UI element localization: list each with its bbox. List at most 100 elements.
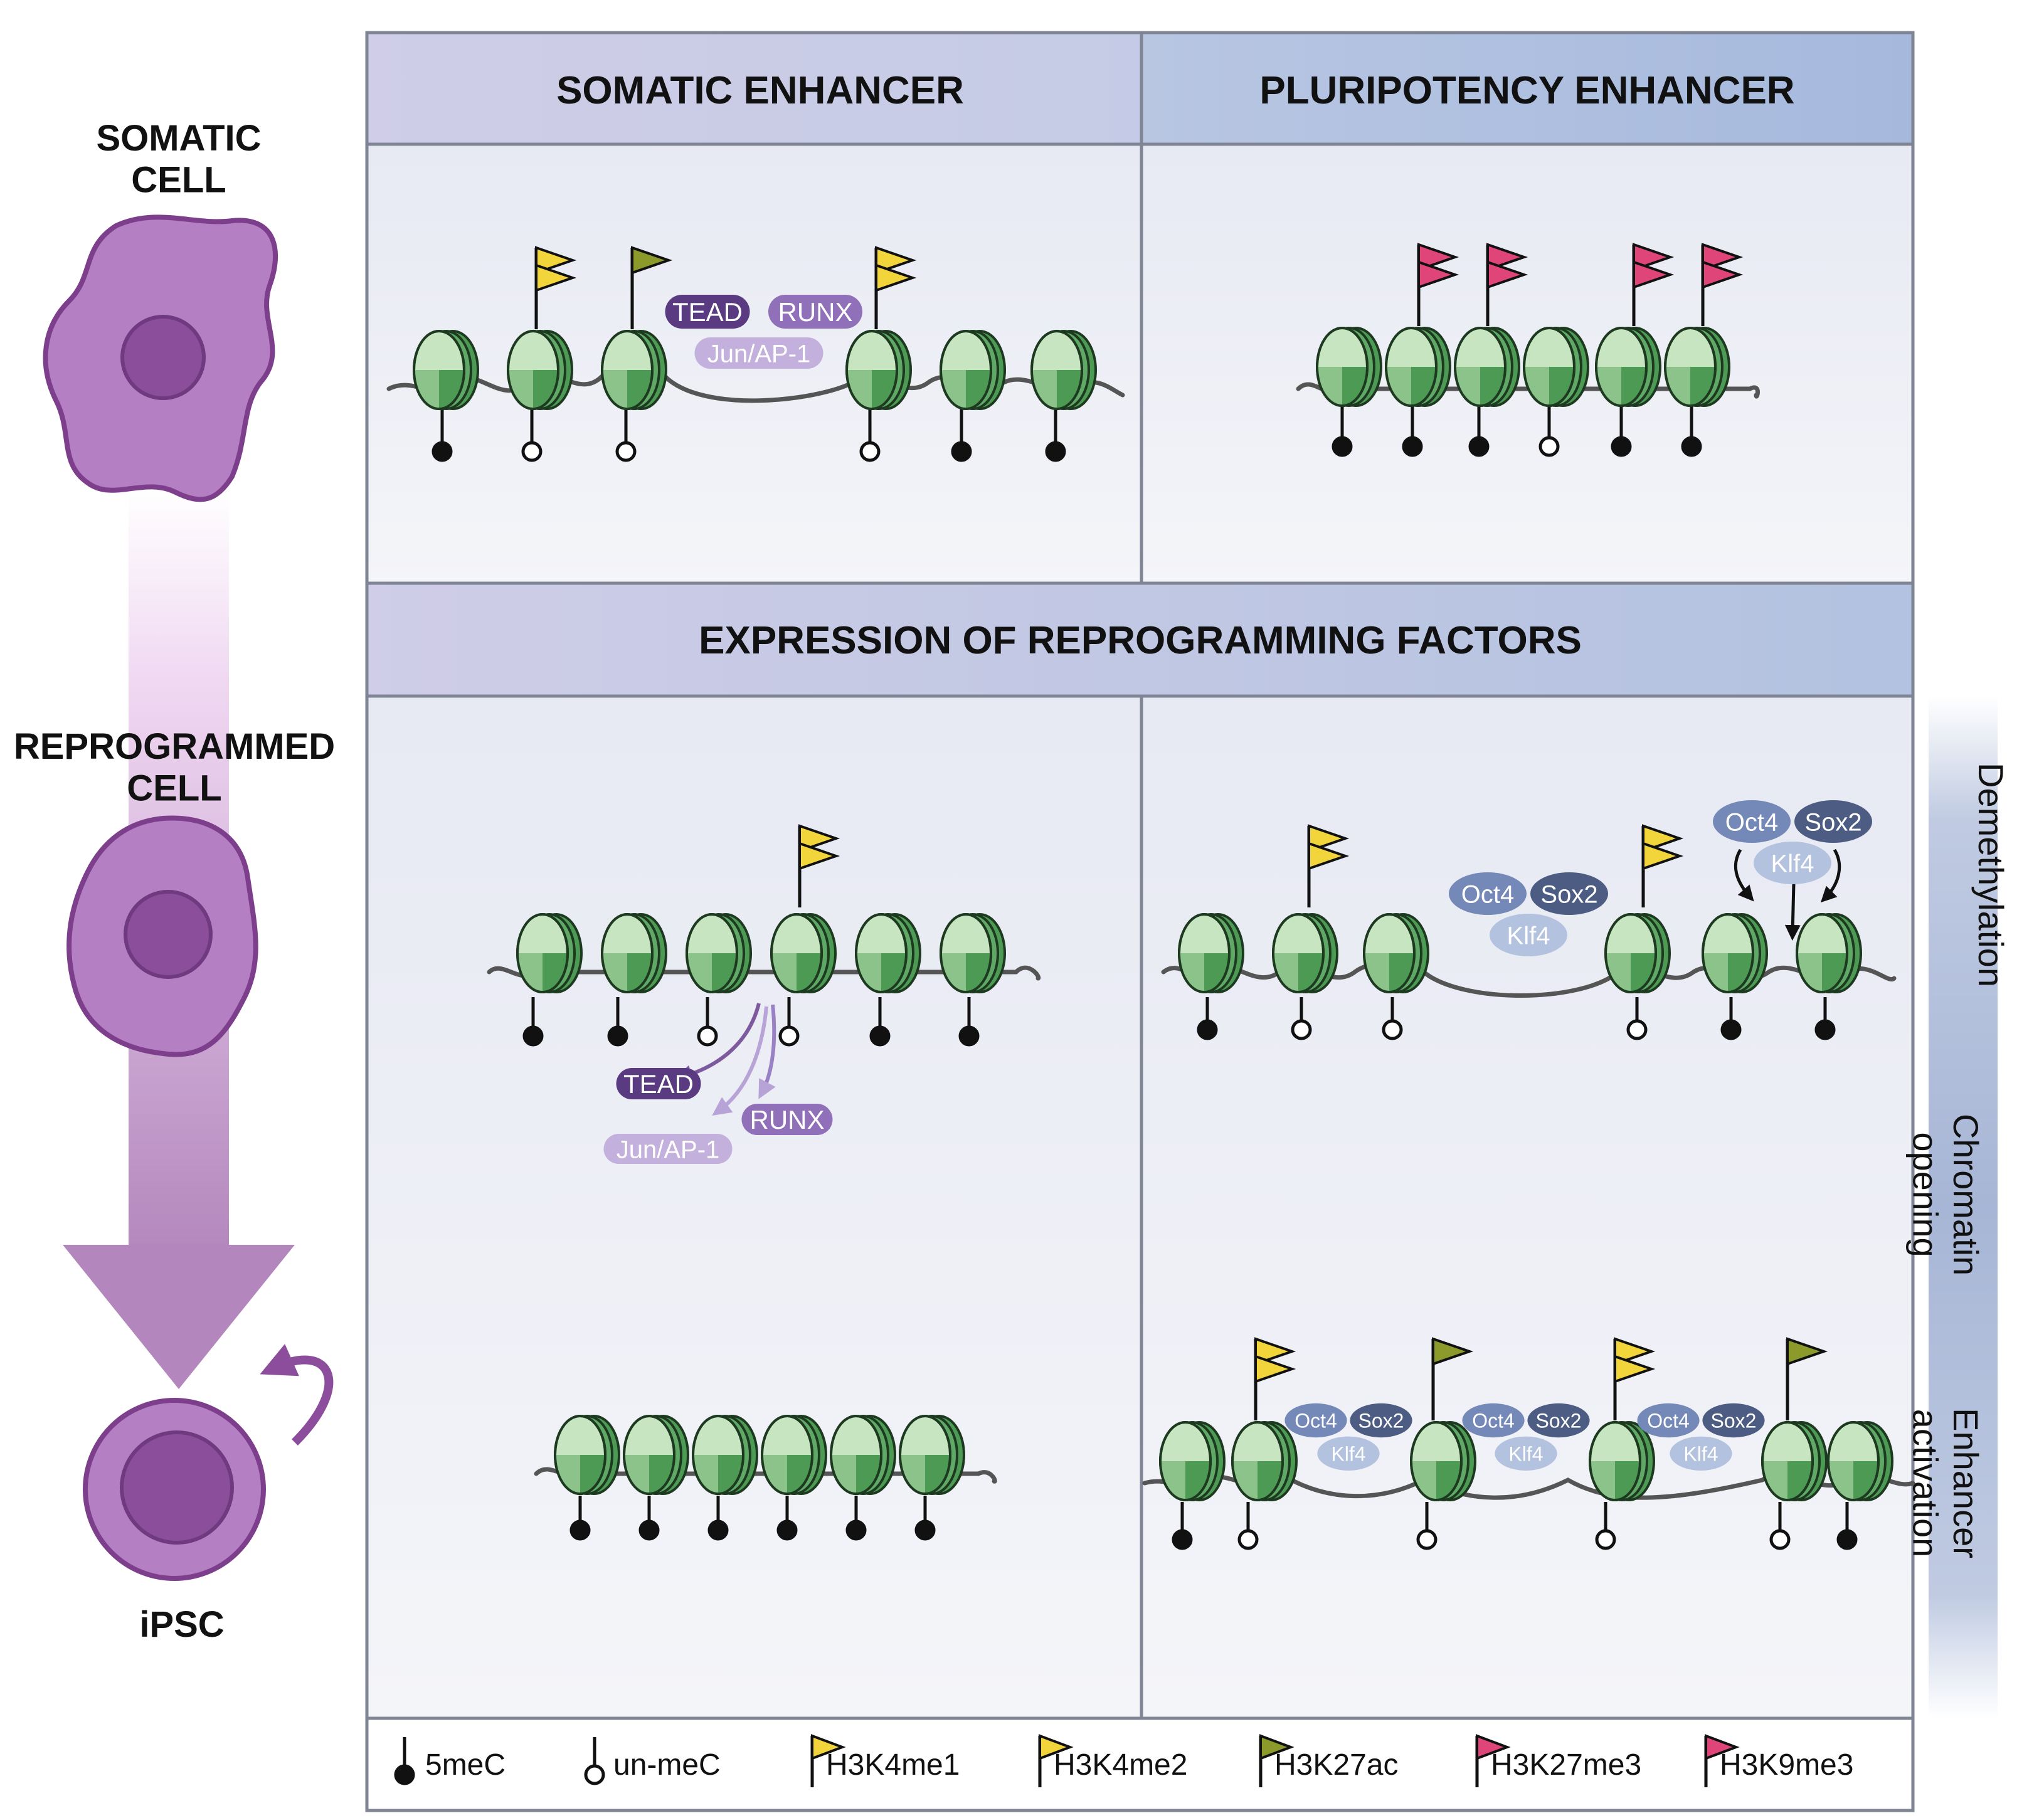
nucleosome xyxy=(1363,913,1429,993)
histone-flag xyxy=(798,824,840,907)
legend-h3k4me2: H3K4me2 xyxy=(1038,1734,1187,1787)
histone-flag xyxy=(1486,243,1528,326)
unmethylated-cpg xyxy=(1291,997,1312,1040)
nucleosome xyxy=(507,330,573,410)
nucleosome xyxy=(899,1415,965,1495)
nucleosome xyxy=(1316,327,1382,407)
nucleosome xyxy=(1604,913,1671,993)
factor-tead-bottom-label: TEAD xyxy=(623,1069,694,1099)
factor-jun-bottom-label: Jun/AP-1 xyxy=(617,1136,720,1163)
nucleosome xyxy=(1523,327,1589,407)
side-label-chromatin-opening: Chromatinopening xyxy=(1906,1114,1986,1276)
factor-set-opening-sox2-label: Sox2 xyxy=(1540,880,1597,908)
histone-flag xyxy=(534,246,577,329)
unmethylated-cpg xyxy=(1382,997,1403,1040)
histone-flag xyxy=(1613,1337,1656,1420)
factor-set-active-1-oct4: Oct4 xyxy=(1284,1403,1347,1438)
factor-set-active-3-klf4: Klf4 xyxy=(1670,1436,1732,1471)
histone-flag xyxy=(1641,824,1684,907)
histone-flag xyxy=(1786,1337,1828,1420)
methylated-cpg xyxy=(1681,401,1702,457)
nucleosome xyxy=(1702,913,1768,993)
factor-set-active-2-klf4: Klf4 xyxy=(1495,1436,1557,1471)
factor-set-active-3-sox2: Sox2 xyxy=(1702,1403,1765,1438)
histone-flag xyxy=(1307,824,1350,907)
process-sidebar-bar xyxy=(1929,696,1998,1718)
factor-set-binding-oct4-label: Oct4 xyxy=(1725,808,1778,836)
unmethylated-cpg xyxy=(615,408,637,462)
factor-jun-top: Jun/AP-1 xyxy=(694,337,823,369)
methylated-cpg xyxy=(1172,1502,1193,1550)
nucleosome xyxy=(1664,327,1730,407)
methylated-cpg xyxy=(707,1496,729,1541)
nucleosome xyxy=(516,913,583,993)
legend-me5c: 5meC xyxy=(394,1737,506,1785)
methylated-cpg xyxy=(1720,997,1742,1040)
histone-flags xyxy=(534,243,1828,1420)
side-label-enhancer-activation: Enhanceractivation xyxy=(1906,1408,1986,1558)
nucleosome xyxy=(1589,1421,1655,1501)
unmethylated-cpg xyxy=(778,997,800,1047)
nucleosome xyxy=(830,1415,896,1495)
factor-set-opening-klf4-label: Klf4 xyxy=(1507,922,1550,949)
nucleosome xyxy=(761,1415,827,1495)
nucleosome xyxy=(940,330,1006,410)
legend-h3k27me3: H3K27me3 xyxy=(1475,1734,1641,1787)
factor-runx-bottom-label: RUNX xyxy=(749,1105,824,1134)
legend-unmec-label: un-meC xyxy=(613,1748,721,1782)
methylated-cpg xyxy=(432,408,453,462)
methylated-cpg xyxy=(1468,401,1490,457)
factor-set-binding-sox2: Sox2 xyxy=(1794,800,1872,843)
factor-jun-bottom: Jun/AP-1 xyxy=(603,1134,733,1164)
factor-set-binding-klf4: Klf4 xyxy=(1754,842,1831,884)
methylated-cpg xyxy=(869,997,891,1047)
methylated-cpg xyxy=(1332,401,1353,457)
nucleosome xyxy=(1159,1421,1226,1501)
nucleosome xyxy=(601,913,667,993)
histone-flag xyxy=(1417,243,1459,326)
methylated-cpg xyxy=(1045,408,1066,462)
self-renewal-arrow xyxy=(260,1344,334,1445)
progression-arrow-head xyxy=(63,1245,295,1389)
ipsc-nucleus xyxy=(120,1430,234,1545)
nucleosome xyxy=(1796,913,1862,993)
factor-set-active-1-klf4: Klf4 xyxy=(1317,1436,1380,1471)
nucleosome xyxy=(1030,330,1097,410)
nucleosome xyxy=(1827,1421,1893,1501)
unmethylated-cpg xyxy=(521,408,543,462)
legend-h3k9me3-label: H3K9me3 xyxy=(1720,1748,1853,1782)
factor-set-opening-klf4: Klf4 xyxy=(1490,914,1567,956)
histone-flag xyxy=(630,246,673,329)
methylated-cpg xyxy=(1611,401,1632,457)
methylated-cpg xyxy=(1814,997,1836,1040)
nucleosomes xyxy=(413,327,1893,1501)
legend-unmec: un-meC xyxy=(584,1737,721,1785)
unmethylated-cpg xyxy=(1626,997,1648,1040)
stage-label-ipsc: iPSC xyxy=(139,1604,224,1645)
nucleosome xyxy=(1272,913,1338,993)
legend-me5c-label: 5meC xyxy=(425,1748,506,1782)
factor-set-opening-oct4: Oct4 xyxy=(1449,872,1527,915)
methylation-marks xyxy=(432,401,1858,1550)
header-somatic xyxy=(367,33,1141,144)
factor-set-active-2-oct4-label: Oct4 xyxy=(1472,1410,1515,1432)
factor-set-active-1-klf4-label: Klf4 xyxy=(1331,1442,1365,1465)
nucleosome xyxy=(1231,1421,1298,1501)
unmethylated-cpg xyxy=(1538,401,1560,457)
methylated-cpg xyxy=(1836,1502,1858,1550)
histone-flag xyxy=(1701,243,1744,326)
legend-h3k27me3-label: H3K27me3 xyxy=(1491,1748,1641,1782)
header-pluripotency-title: PLURIPOTENCY ENHANCER xyxy=(1259,69,1794,112)
factor-set-binding-klf4-label: Klf4 xyxy=(1771,850,1814,877)
nucleosome xyxy=(686,913,752,993)
nucleosome xyxy=(1761,1421,1828,1501)
factor-set-active-3-sox2-label: Sox2 xyxy=(1711,1410,1757,1432)
factor-tead-top: TEAD xyxy=(665,295,750,329)
binding-arrows xyxy=(1734,848,1841,941)
factor-set-opening-sox2: Sox2 xyxy=(1530,872,1608,915)
unmethylated-cpg xyxy=(1595,1502,1616,1550)
unmethylated-cpg xyxy=(1416,1502,1438,1550)
